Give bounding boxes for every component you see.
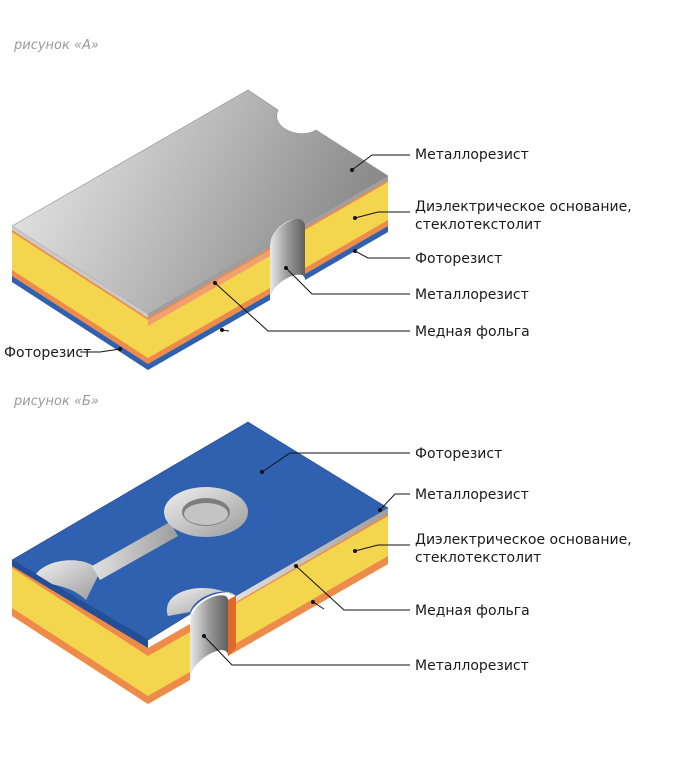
figure-a-hole-wall [270,218,305,300]
figure-b-label-photoresist: Фоторезист [415,446,502,462]
figure-b-label-dielectric-line2: стеклотекстолит [415,550,541,566]
figure-b-front-face-left [148,624,190,704]
figure-b-leaders [202,452,410,666]
figure-a-label-metalloresist-hole: Металлорезист [415,287,529,303]
figure-b-title: рисунок «Б» [13,394,99,409]
figure-b-label-metalloresist-hole: Металлорезист [415,658,529,674]
figure-a-label-photoresist-left: Фоторезист [4,345,91,361]
figure-a-label-metalloresist-top: Металлорезист [415,147,529,163]
figure-a-label-dielectric-line2: стеклотекстолит [415,217,541,233]
figure-a-label-copper-foil: Медная фольга [415,324,530,340]
figure-b-trace [92,522,178,580]
figure-b-label-metalloresist-top: Металлорезист [415,487,529,503]
figure-b-label-copper-foil: Медная фольга [415,603,530,619]
figure-b-board [11,421,389,704]
figure-a-leaders [80,154,410,353]
figure-a-title: рисунок «А» [13,38,99,53]
figure-a-label-photoresist-right: Фоторезист [415,251,502,267]
figure-a-board [11,89,389,370]
figure-b-label-dielectric-line1: Диэлектрическое основание, [415,532,632,548]
figure-b-hole-wall [190,595,228,680]
figure-b-left-notch-pad [36,560,100,600]
figure-b-metal-edge-strip [236,508,388,602]
figure-a-label-dielectric-line1: Диэлектрическое основание, [415,199,632,215]
figure-b-front-notch-pad [166,588,236,616]
